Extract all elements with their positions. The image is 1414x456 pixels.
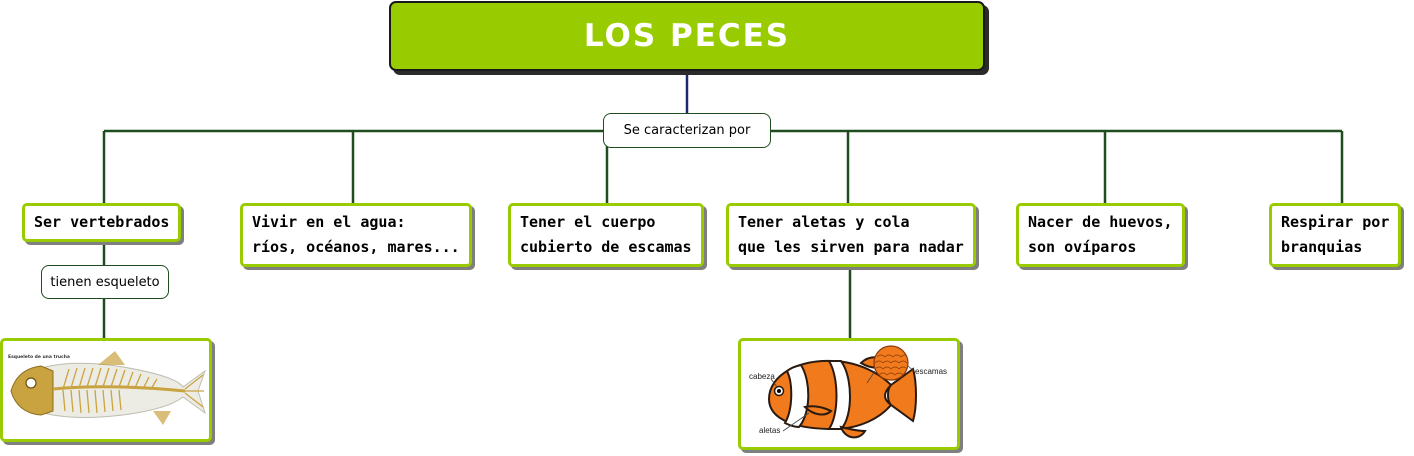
clownfish-image: cabeza escamas aletas — [738, 338, 960, 450]
node-nacer-de-huevos: Nacer de huevos, son ovíparos — [1016, 203, 1185, 267]
node-line: Tener aletas y cola — [738, 213, 910, 231]
node-line: Respirar por — [1281, 213, 1390, 231]
node-line: Vivir en el agua: — [252, 213, 406, 231]
node-tener-escamas: Tener el cuerpo cubierto de escamas — [508, 203, 704, 267]
node-vivir-en-el-agua: Vivir en el agua: ríos, océanos, mares..… — [240, 203, 472, 267]
node-line: Ser vertebrados — [34, 213, 170, 231]
sub-link-label: tienen esqueleto — [41, 265, 169, 299]
clownfish-illustration: cabeza escamas aletas — [749, 345, 947, 439]
node-line: ríos, océanos, mares... — [252, 238, 460, 256]
node-ser-vertebrados: Ser vertebrados — [22, 203, 182, 242]
node-respirar-por-branquias: Respirar por branquias — [1269, 203, 1402, 267]
fish-skeleton-illustration: Esqueleto de una trucha — [8, 351, 207, 425]
skeleton-image: Esqueleto de una trucha — [0, 338, 212, 442]
node-tener-aletas-y-cola: Tener aletas y cola que les sirven para … — [726, 203, 976, 267]
label-aletas: aletas — [759, 426, 780, 435]
main-link-label: Se caracterizan por — [603, 113, 771, 148]
node-line: branquias — [1281, 238, 1363, 256]
skeleton-caption: Esqueleto de una trucha — [8, 354, 70, 360]
concept-map-title: LOS PECES — [389, 1, 985, 71]
node-line: Nacer de huevos, — [1028, 213, 1173, 231]
node-line: son ovíparos — [1028, 238, 1137, 256]
label-escamas: escamas — [915, 367, 947, 376]
node-line: que les sirven para nadar — [738, 238, 964, 256]
node-line: cubierto de escamas — [520, 238, 692, 256]
node-line: Tener el cuerpo — [520, 213, 656, 231]
label-cabeza: cabeza — [749, 372, 775, 381]
